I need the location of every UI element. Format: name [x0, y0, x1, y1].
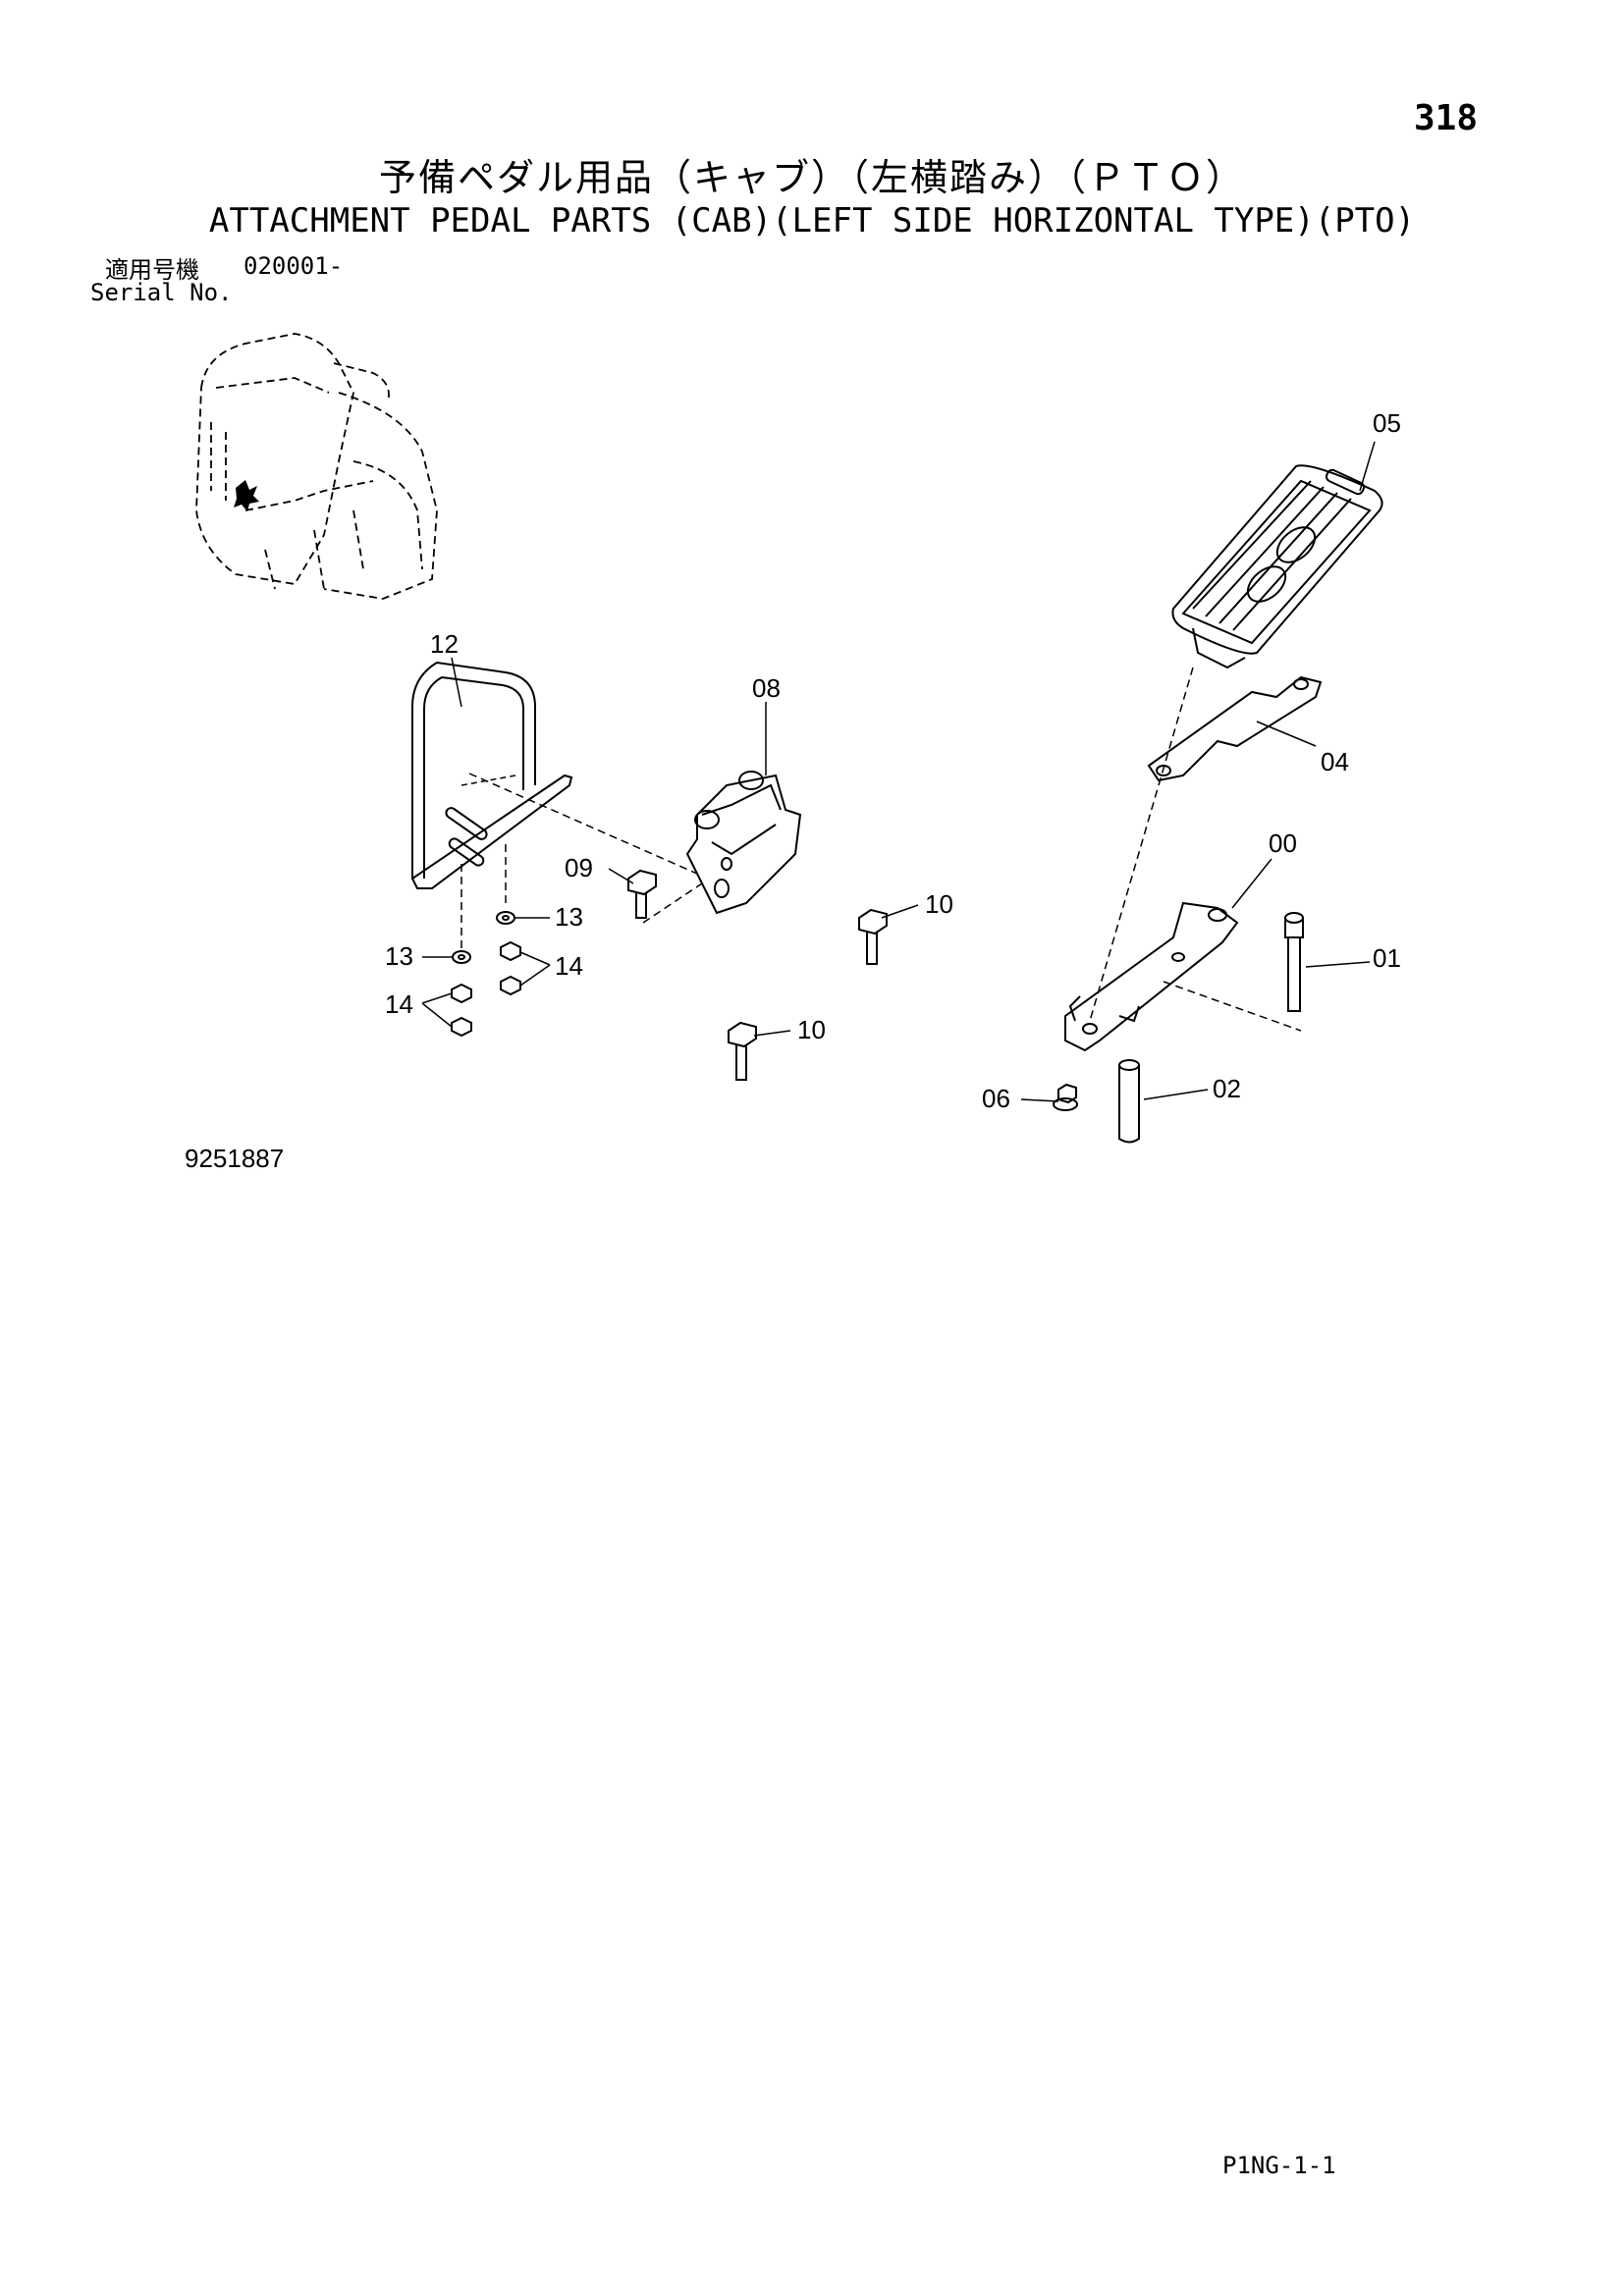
callout-14-lower: 14: [385, 989, 413, 1019]
callout-08: 08: [752, 673, 781, 703]
part-01-long-bolt: [1284, 912, 1304, 1012]
part-10-bolt-upper: [858, 908, 888, 965]
part-callouts: 05 04 00 01 02 06 08 12 09 10 10 13 13 1…: [385, 408, 1401, 1113]
callout-05: 05: [1373, 408, 1401, 438]
callout-leader-lines: [421, 441, 1376, 1102]
assembly-guide-lines: [460, 667, 1302, 1032]
part-09-bolt: [627, 869, 657, 919]
callout-10-upper: 10: [925, 889, 953, 919]
callout-04: 04: [1321, 747, 1349, 776]
part-05-pedal: [1171, 464, 1383, 669]
drawing-number: 9251887: [185, 1144, 285, 1173]
part-13-14-hardware: [451, 911, 521, 1038]
callout-12: 12: [430, 629, 459, 659]
title-japanese: 予備ペダル用品（キャブ）（左横踏み）（ＰＴＯ）: [378, 156, 1245, 199]
serial-label-english: Serial No.: [90, 279, 233, 306]
page-code: P1NG-1-1: [1222, 2152, 1336, 2179]
exploded-parts-diagram: 05 04 00 01 02 06 08 12 09 10 10 13 13 1…: [195, 333, 1401, 1144]
part-12-handle: [410, 661, 573, 889]
part-02-spacer: [1118, 1059, 1140, 1144]
callout-01: 01: [1373, 943, 1401, 973]
location-marker-icon: [234, 480, 259, 511]
part-06-nut: [1053, 1083, 1078, 1111]
callout-14-upper: 14: [555, 951, 583, 981]
callout-09: 09: [565, 853, 593, 882]
title-english: ATTACHMENT PEDAL PARTS (CAB)(LEFT SIDE H…: [208, 201, 1416, 240]
part-08-hinge-bracket: [685, 771, 802, 915]
part-04-plate: [1147, 675, 1323, 782]
callout-13-upper: 13: [555, 902, 583, 932]
callout-06: 06: [982, 1084, 1010, 1113]
part-10-bolt-lower: [728, 1021, 757, 1081]
callout-13-lower: 13: [385, 941, 413, 971]
serial-label-japanese: 適用号機: [105, 256, 199, 284]
callout-02: 02: [1213, 1074, 1241, 1103]
callout-00: 00: [1269, 828, 1297, 858]
callout-10-lower: 10: [797, 1015, 826, 1044]
serial-number-value: 020001-: [244, 252, 344, 280]
page-number: 318: [1414, 98, 1479, 138]
cab-location-illustration: [195, 333, 438, 600]
part-00-bracket: [1064, 901, 1239, 1052]
